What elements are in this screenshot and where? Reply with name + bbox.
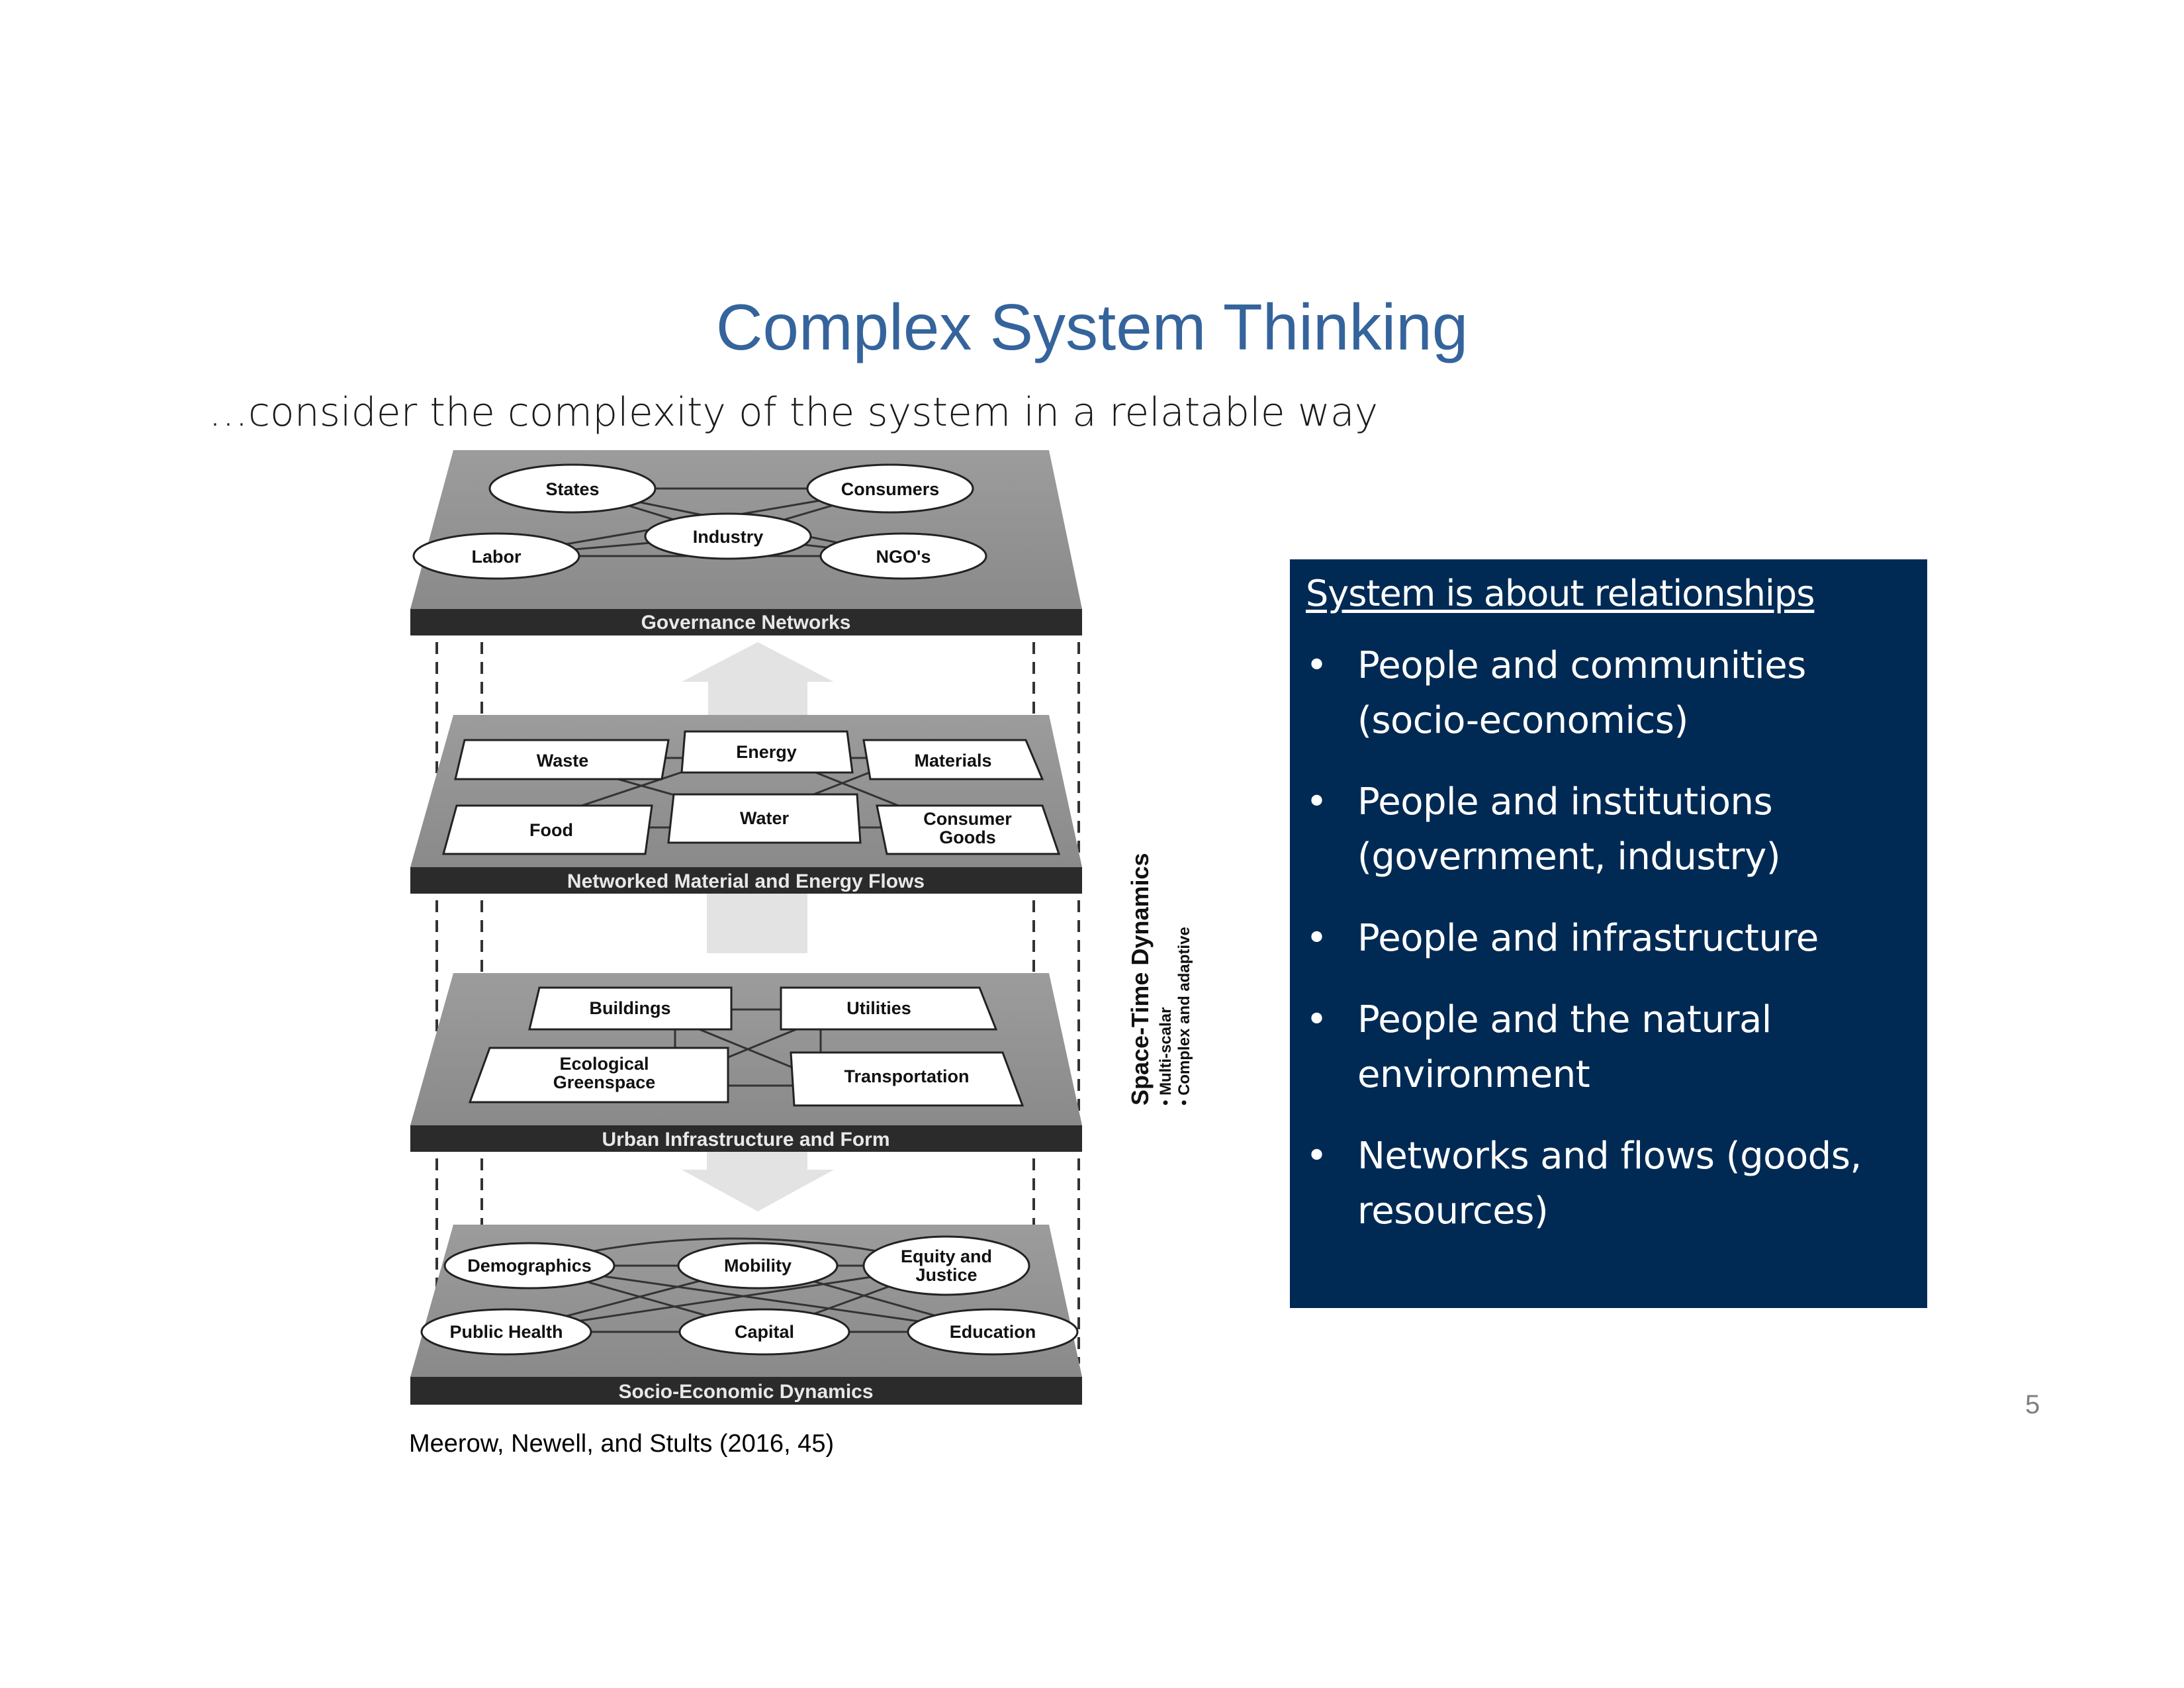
node-label: Ecological [559,1054,649,1074]
node-label: Food [529,820,573,840]
arrow-up-icon [682,642,834,715]
bullet-icon: • [1306,780,1328,823]
node-label: Goods [939,827,996,847]
item-line: resources) [1357,1190,1549,1233]
list-item: • People and infrastructure [1306,911,1907,966]
side-label: Space-Time Dynamics [1126,853,1154,1105]
bullet-icon: • [1306,917,1328,960]
box-heading: System is about relationships [1306,573,1815,614]
item-line: People and infrastructure [1357,917,1819,960]
space-time-label: Space-Time Dynamics • Multi-scalar • Com… [1126,853,1193,1105]
figure-citation: Meerow, Newell, and Stults (2016, 45) [409,1430,835,1458]
node-label: Energy [736,742,797,762]
arrow-down-icon [682,1170,834,1211]
layer-label: Governance Networks [641,612,851,633]
bullet-icon: • [1306,998,1328,1041]
node-label: NGO's [876,547,931,567]
bullet-icon: • [1306,1135,1328,1178]
list-item: • People and institutions (government, i… [1306,774,1907,884]
item-line: (government, industry) [1357,835,1781,878]
node-label: Mobility [724,1256,792,1276]
relationships-box: System is about relationships • People a… [1290,559,1927,1308]
node-label: Consumer [923,809,1012,829]
layer-urban-infrastructure: Urban Infrastructure and Form Buildings … [410,973,1082,1152]
node-label: Education [950,1322,1036,1342]
node-label: Buildings [590,998,671,1018]
list-item: • Networks and flows (goods, resources) [1306,1129,1907,1239]
node-label: Equity and [901,1246,992,1266]
bullet-icon: • [1306,644,1328,687]
slide-subtitle: …consider the complexity of the system i… [208,389,1379,436]
node-label: Public Health [449,1322,563,1342]
item-line: People and communities [1357,644,1806,687]
side-note: • Complex and adaptive [1175,927,1193,1105]
node-label: Capital [735,1322,794,1342]
layer-label: Networked Material and Energy Flows [567,870,925,892]
node-label: Materials [914,751,991,771]
page-number: 5 [2025,1390,2040,1419]
item-line: People and institutions [1357,780,1773,823]
item-line: (socio-economics) [1357,699,1688,742]
slide-title: Complex System Thinking [715,291,1469,363]
layer-label: Urban Infrastructure and Form [602,1129,889,1150]
node-label: Demographics [467,1256,592,1276]
node-label: Waste [537,751,589,771]
layer-governance: Governance Networks States Consumers Ind… [410,450,1082,635]
node-label: Justice [915,1265,977,1285]
layer-socio-economic: Socio-Economic Dynamics Demographics Mob… [410,1225,1082,1405]
list-item: • People and the natural environment [1306,992,1907,1102]
item-line: Networks and flows (goods, [1357,1135,1862,1178]
layer-material-energy: Networked Material and Energy Flows Wast… [410,715,1082,894]
urban-systems-diagram: Governance Networks States Consumers Ind… [410,450,1193,1405]
item-line: People and the natural [1357,998,1772,1041]
node-label: States [545,479,599,499]
side-note: • Multi-scalar [1157,1008,1175,1105]
node-label: Labor [471,547,521,567]
node-label: Transportation [844,1066,969,1086]
node-label: Greenspace [553,1072,656,1092]
node-label: Industry [693,527,764,547]
node-label: Utilities [846,998,911,1018]
connector-bar [707,887,807,953]
node-label: Water [740,808,790,828]
layer-label: Socio-Economic Dynamics [618,1381,873,1403]
item-line: environment [1357,1053,1590,1096]
relationship-list: • People and communities (socio-economic… [1306,638,1907,1239]
node-label: Consumers [841,479,940,499]
list-item: • People and communities (socio-economic… [1306,638,1907,748]
